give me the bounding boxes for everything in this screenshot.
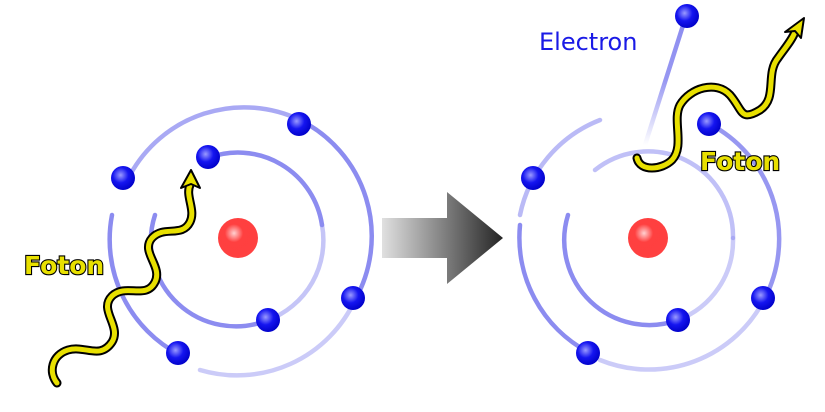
electron xyxy=(521,166,545,190)
inner-orbit-left xyxy=(562,212,681,328)
electron xyxy=(111,166,135,190)
outer-orbit-top xyxy=(717,127,782,301)
electron xyxy=(287,112,311,136)
photon-arrowhead-icon xyxy=(784,17,805,39)
ejected-electron xyxy=(675,4,699,28)
electron xyxy=(576,341,600,365)
transition-arrow-icon xyxy=(382,192,503,284)
electron xyxy=(196,145,220,169)
electron xyxy=(697,112,721,136)
electron-label: Electron xyxy=(539,28,637,56)
photon-label: Foton xyxy=(24,251,104,280)
outer-orbit-left xyxy=(107,212,183,358)
outer-orbit xyxy=(127,105,303,178)
electron xyxy=(256,308,280,332)
nucleus xyxy=(628,218,668,258)
atom-after: Electron Foton xyxy=(517,4,805,372)
outer-orbit-bottom xyxy=(597,295,768,372)
electron-trail xyxy=(642,13,689,148)
photon-icon xyxy=(634,29,798,171)
electron xyxy=(751,286,775,310)
electron xyxy=(341,286,365,310)
outer-orbit-bottom xyxy=(197,297,358,378)
photon-label: Foton xyxy=(700,147,780,176)
inner-orbit-right xyxy=(265,222,326,323)
electron xyxy=(666,308,690,332)
inner-orbit xyxy=(205,150,325,228)
nucleus xyxy=(218,218,258,258)
outer-orbit-right xyxy=(297,117,374,303)
inner-orbit xyxy=(592,149,736,241)
outer-orbit xyxy=(517,117,603,218)
inner-orbit-right xyxy=(675,235,736,323)
photon-arrowhead-icon xyxy=(180,169,201,189)
electron xyxy=(166,341,190,365)
photon-icon xyxy=(49,182,195,386)
outer-orbit-left xyxy=(517,222,591,355)
atom-before: Foton xyxy=(23,105,374,388)
